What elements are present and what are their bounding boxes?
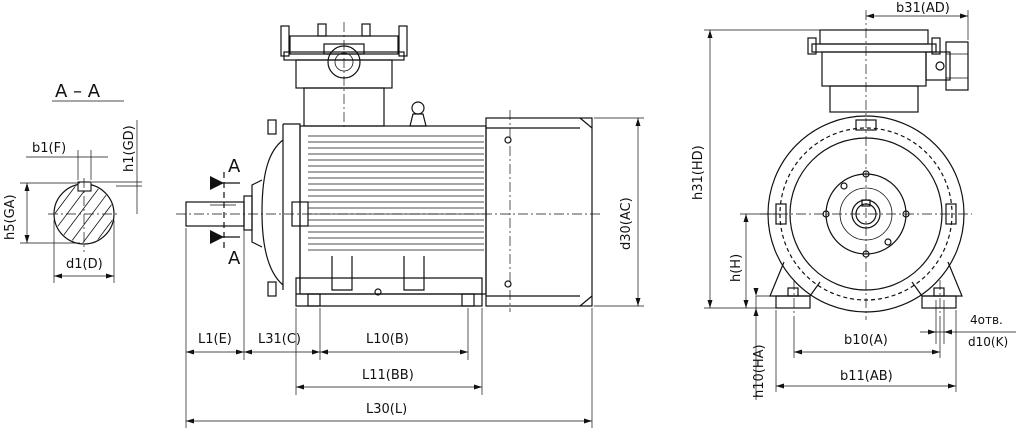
- fan-cover-corner-bottom: [579, 295, 593, 307]
- end-foot-pad-left: [775, 295, 811, 309]
- l31-arrows: [244, 349, 320, 355]
- section-a-a: A – A b1(F) h1(GD): [3, 81, 142, 283]
- l1-label: L1(E): [198, 332, 232, 347]
- end-foot-boss-right: [933, 287, 945, 297]
- b10-label: b10(A): [844, 333, 888, 348]
- l10-label: L10(B): [366, 332, 409, 347]
- end-view: b31(AD) h31(HD) h(H) h10(HA) b10(A) b11(…: [691, 1, 1016, 400]
- holes-label: 4отв.: [970, 313, 1003, 327]
- d10-label: d10(K): [968, 335, 1008, 349]
- b1-label: b1(F): [32, 141, 66, 156]
- feet-base: [295, 277, 483, 307]
- end-terminal-lid: [819, 29, 929, 45]
- end-terminal-neck: [829, 85, 919, 113]
- l11-label: L11(BB): [362, 368, 414, 383]
- h5-label: h5(GA): [3, 194, 18, 240]
- shield-bolt-top: [267, 119, 277, 135]
- front-bearing-cap: [261, 139, 284, 286]
- end-terminal-bolt-left: [807, 37, 817, 55]
- section-arrow-label-top: A: [228, 156, 241, 177]
- keyway: [77, 181, 92, 192]
- l30-label: L30(L): [366, 402, 407, 417]
- end-foot-boss-left: [787, 287, 799, 297]
- fan-cover: [485, 117, 593, 307]
- terminal-box-bolt-left: [280, 25, 290, 57]
- section-arrow-label-bottom: A: [228, 248, 241, 269]
- end-terminal-body: [821, 51, 927, 87]
- d10-arrows: [928, 329, 952, 335]
- h31-label: h31(HD): [691, 145, 706, 200]
- b31-label: b31(AD): [896, 1, 950, 16]
- stator-frame: [299, 125, 487, 295]
- end-foot-pad-right: [921, 295, 957, 309]
- eye-bolt-ring: [411, 101, 425, 115]
- eye-bolt-base: [409, 113, 427, 127]
- b11-label: b11(AB): [840, 369, 893, 384]
- fan-cover-screw-top: [504, 136, 512, 144]
- cable-gland-nut: [945, 41, 969, 91]
- end-terminal-bolt-right: [931, 37, 941, 55]
- shield-bolt-5: [840, 182, 848, 190]
- terminal-box-screw-2: [361, 23, 371, 37]
- h-label: h(H): [729, 254, 744, 282]
- foot-hole-right: [461, 293, 475, 307]
- h10-label: h10(HA): [752, 344, 767, 398]
- front-bearing-hub: [251, 179, 263, 248]
- fan-cover-screw-bottom: [504, 280, 512, 288]
- end-foot-right: [911, 261, 963, 297]
- cable-gland-body: [925, 51, 951, 81]
- feet-ribs: [331, 256, 425, 291]
- cable-gland-screw: [935, 61, 945, 71]
- section-title: A – A: [55, 81, 101, 102]
- shield-bolt-bottom: [267, 281, 277, 297]
- cooling-fins: [308, 135, 484, 251]
- d1-label: d1(D): [66, 257, 103, 272]
- end-terminal-flange: [811, 43, 937, 53]
- foot-hole-left: [307, 293, 321, 307]
- h10-arrows: [753, 288, 759, 316]
- end-foot-left: [769, 261, 821, 297]
- fan-cover-corner-top: [579, 117, 593, 129]
- foot-bolt-center: [374, 288, 382, 296]
- terminal-box-bolt-right: [398, 25, 408, 57]
- d30-label: d30(AC): [619, 197, 634, 250]
- shield-bolt-6: [884, 238, 892, 246]
- side-view: A A L1(E) L31(C) L10(B) L11(BB) L30(L): [176, 22, 644, 428]
- l31-label: L31(C): [258, 332, 301, 347]
- shaft-collar: [243, 195, 253, 231]
- h1-label: h1(GD): [122, 125, 137, 172]
- terminal-box-screw-1: [317, 23, 327, 37]
